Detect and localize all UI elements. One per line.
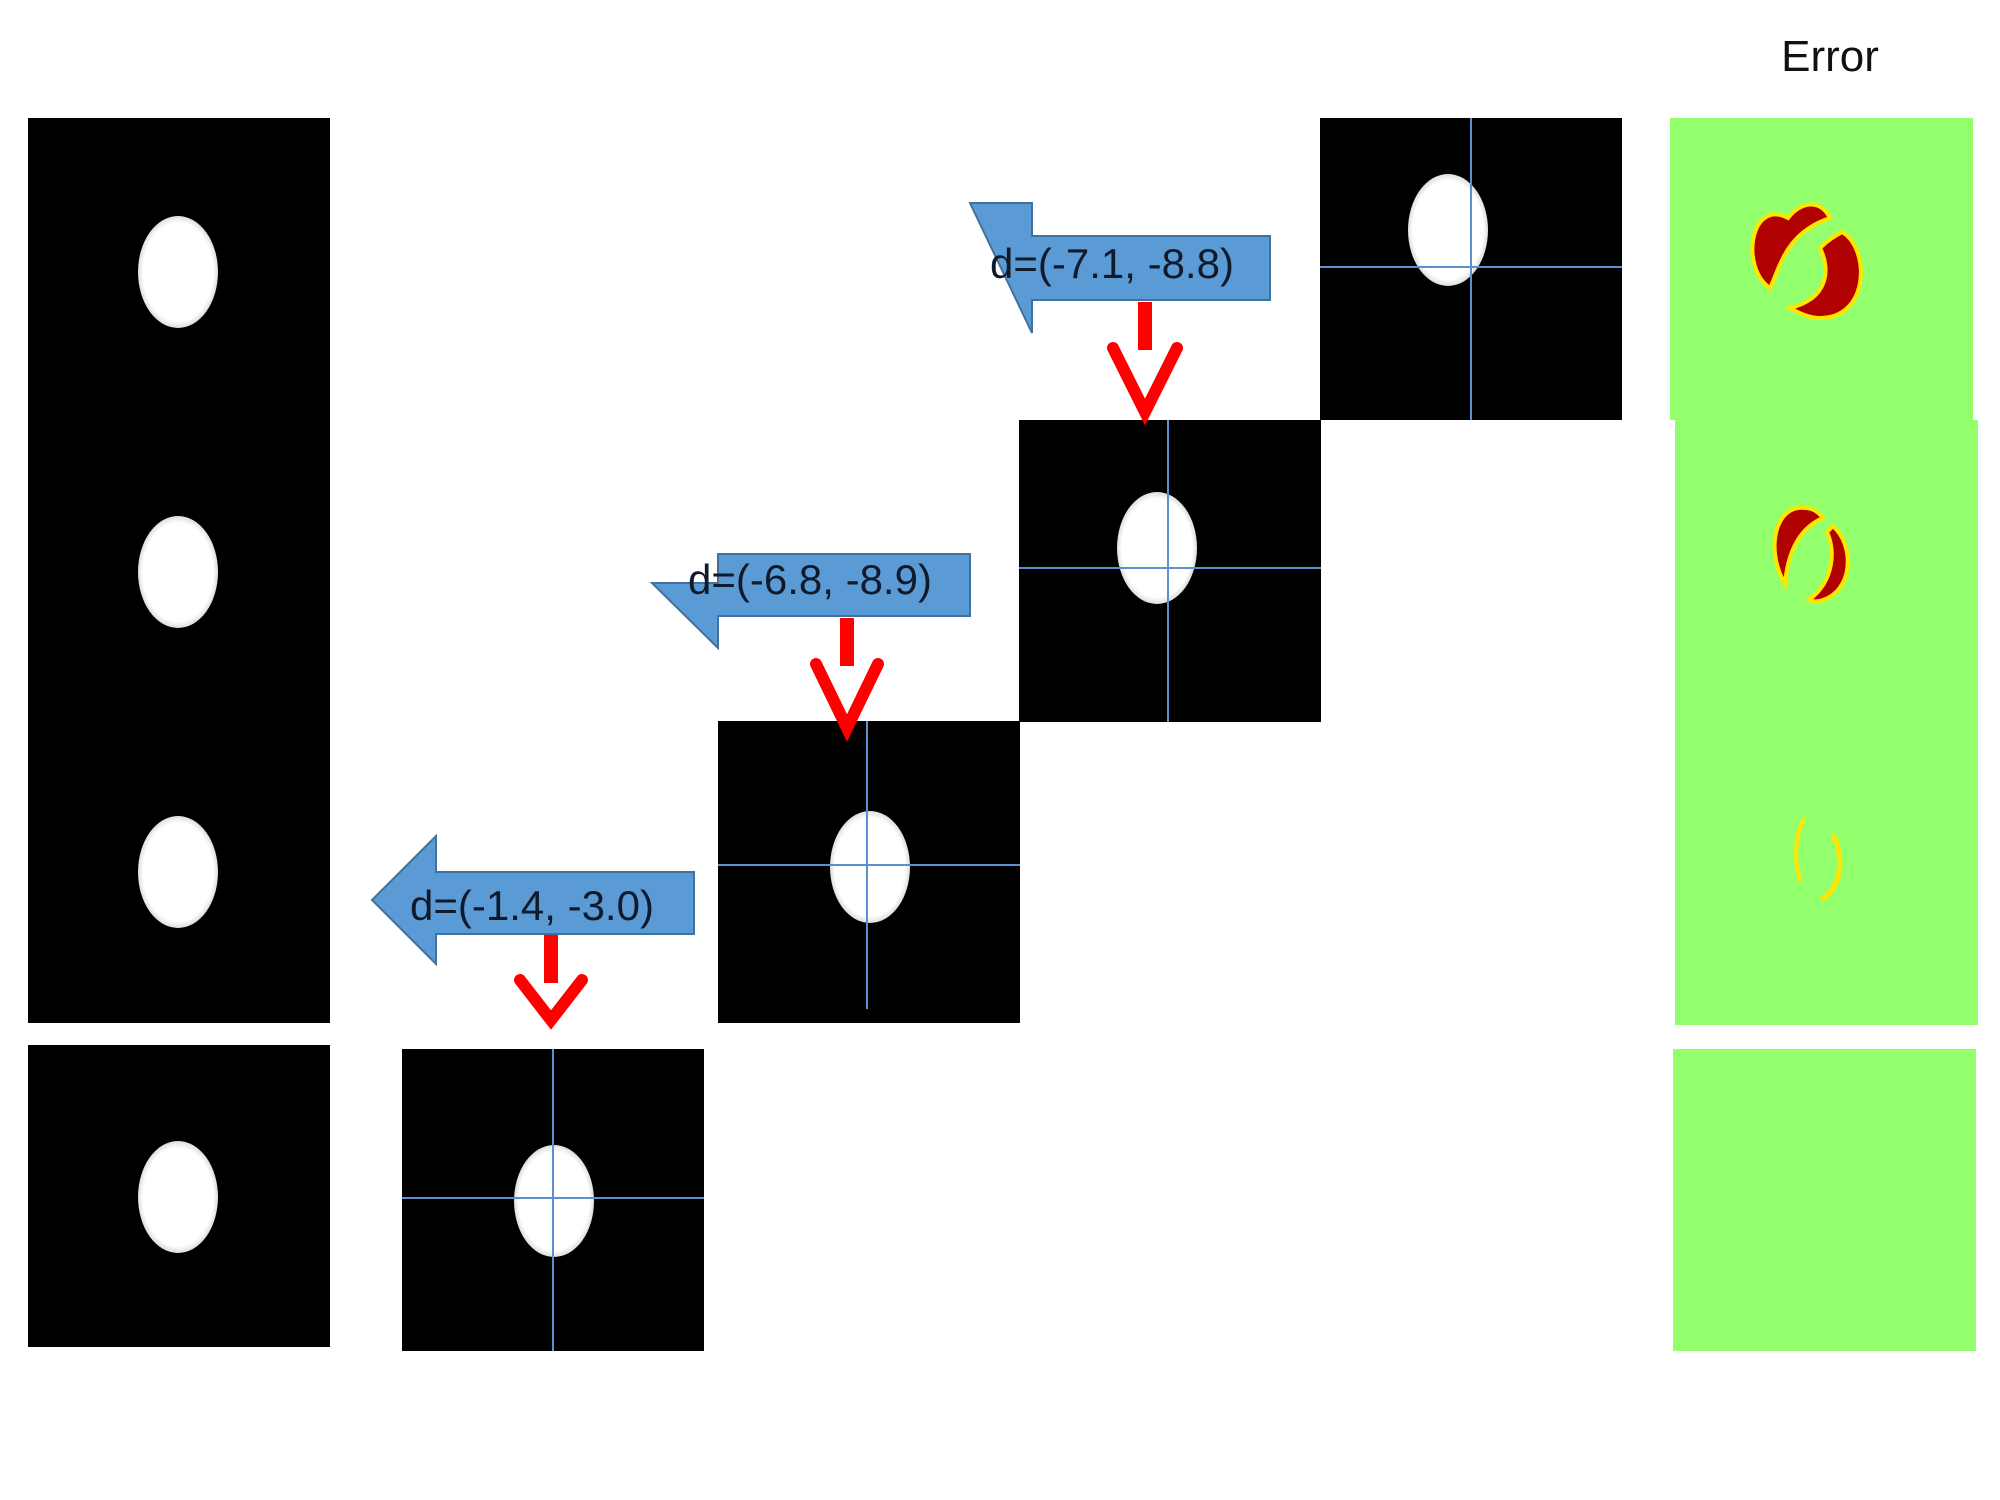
step-blob-2 xyxy=(1117,492,1197,604)
crosshair-vertical xyxy=(1470,118,1472,420)
reference-blob-2 xyxy=(138,516,218,628)
displacement-label-2: d=(-6.8, -8.9) xyxy=(688,556,932,603)
reference-strip xyxy=(28,118,330,1023)
step-blob-4 xyxy=(514,1145,594,1257)
reference-blob-1 xyxy=(138,216,218,328)
step-blob-3 xyxy=(830,811,910,923)
reference-target-blob xyxy=(138,1141,218,1253)
crosshair-horizontal xyxy=(718,864,1020,866)
displacement-label-3: d=(-1.4, -3.0) xyxy=(410,882,654,929)
down-arrow-icon xyxy=(810,618,884,742)
step-image-2 xyxy=(1019,420,1321,722)
error-map-2 xyxy=(1675,420,1978,1025)
step-image-4 xyxy=(402,1049,704,1351)
crosshair-vertical xyxy=(552,1049,554,1351)
error-crescents-2 xyxy=(1772,505,1850,903)
error-crescents-1 xyxy=(1750,202,1863,321)
error-column-title: Error xyxy=(1781,32,1879,81)
crosshair-vertical xyxy=(866,721,868,1009)
down-arrow-icon xyxy=(1107,302,1183,426)
left-arrow-icon xyxy=(968,202,1271,334)
error-map-3 xyxy=(1673,1049,1976,1351)
step-image-3 xyxy=(718,721,1020,1023)
displacement-label-1: d=(-7.1, -8.8) xyxy=(990,240,1234,287)
reference-target-image xyxy=(28,1045,330,1347)
down-arrow-icon xyxy=(514,935,588,1030)
error-map-1 xyxy=(1670,118,1973,420)
left-arrow-icon xyxy=(370,833,695,967)
crosshair-vertical xyxy=(1167,420,1169,722)
reference-blob-3 xyxy=(138,816,218,928)
step-image-1 xyxy=(1320,118,1622,420)
crosshair-horizontal xyxy=(1019,567,1321,569)
left-arrow-icon xyxy=(649,553,971,651)
